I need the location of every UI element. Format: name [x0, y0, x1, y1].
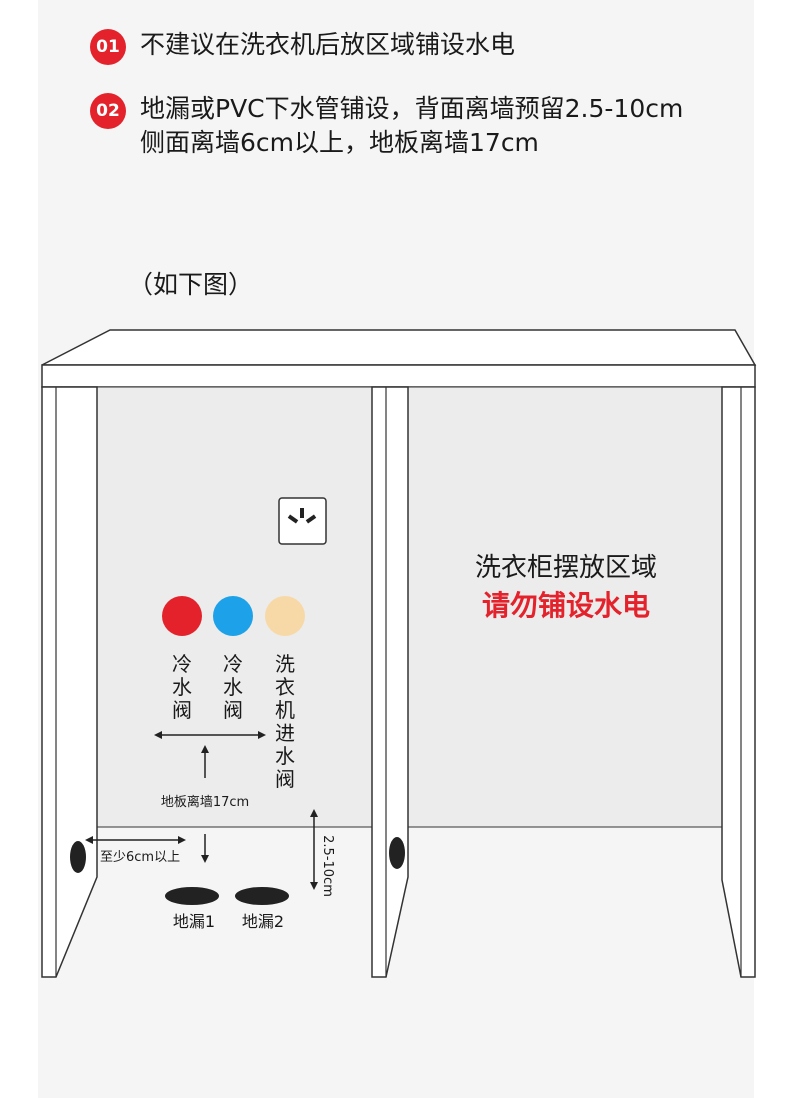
cold-water-valve-blue: [213, 596, 253, 636]
floor-distance-arrow-down: [201, 834, 209, 863]
note-2-text: 地漏或PVC下水管铺设，背面离墙预留2.5-10cm 侧面离墙6cm以上，地板离…: [140, 92, 683, 160]
valve-label-3: 洗衣机进水阀: [275, 652, 295, 791]
note-2-line-1: 地漏或PVC下水管铺设，背面离墙预留2.5-10cm: [140, 94, 684, 123]
middle-divider: [371, 386, 409, 978]
floor-drain-2: [235, 887, 289, 905]
valve-label-1: 冷水阀: [172, 652, 192, 722]
back-distance-label: 2.5-10cm: [320, 835, 335, 897]
note-2: 02 地漏或PVC下水管铺设，背面离墙预留2.5-10cm 侧面离墙6cm以上，…: [90, 92, 683, 160]
back-distance-arrow: [310, 809, 318, 890]
cabinet-top-surface: [41, 329, 757, 366]
figure-caption: （如下图）: [128, 270, 254, 299]
cold-water-valve-red: [162, 596, 202, 636]
floor-distance-arrow-up: [201, 745, 209, 778]
floor-distance-label: 地板离墙17cm: [161, 794, 249, 810]
valve-label-2: 冷水阀: [223, 652, 243, 722]
note-1: 01 不建议在洗衣机后放区域铺设水电: [90, 28, 515, 65]
note-1-text: 不建议在洗衣机后放区域铺设水电: [140, 28, 515, 62]
side-pipe-hole-left: [70, 841, 86, 873]
side-pipe-hole-middle: [389, 837, 405, 869]
note-1-badge: 01: [90, 29, 126, 65]
valve-spacing-arrow: [154, 731, 266, 739]
cabinet-top-edge: [41, 364, 756, 388]
cabinet-zone-title: 洗衣柜摆放区域: [475, 553, 657, 583]
floor-drain-2-label: 地漏2: [242, 912, 284, 931]
floor-drain-1-label: 地漏1: [173, 912, 215, 931]
washer-inlet-valve: [265, 596, 305, 636]
back-wall-right: [407, 386, 723, 828]
note-2-line-2: 侧面离墙6cm以上，地板离墙17cm: [140, 128, 539, 157]
cabinet-zone-warning: 请勿铺设水电: [482, 589, 650, 622]
power-socket-icon: [278, 497, 327, 545]
left-side-panel: [41, 386, 98, 978]
side-distance-label: 至少6cm以上: [100, 850, 180, 865]
note-1-line-1: 不建议在洗衣机后放区域铺设水电: [140, 30, 516, 59]
floor-drain-1: [165, 887, 219, 905]
right-side-panel: [721, 386, 756, 978]
note-2-badge: 02: [90, 93, 126, 129]
side-distance-arrow: [85, 836, 186, 844]
